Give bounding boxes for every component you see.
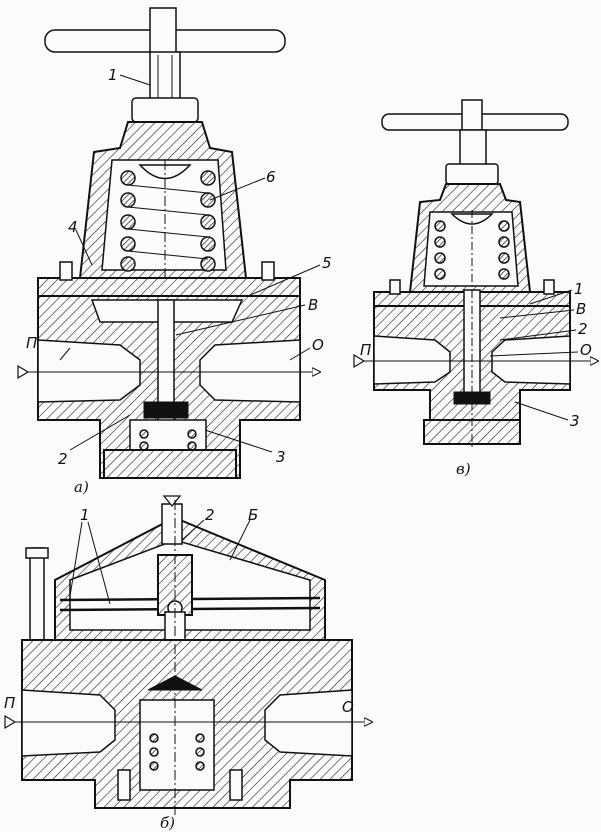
label-b-o: О — [342, 698, 354, 716]
lock-nut — [131, 97, 199, 123]
label-a-2: 2 — [58, 450, 68, 468]
label-b-b: Б — [248, 506, 258, 524]
caption-b: б) — [160, 814, 175, 832]
label-b-p: П — [4, 694, 15, 712]
spring — [120, 170, 216, 272]
label-a-p: П — [26, 334, 37, 352]
label-b-2: 2 — [205, 506, 215, 524]
label-v-3: 3 — [570, 412, 580, 430]
label-v-p: П — [360, 341, 371, 359]
handle-cap — [149, 7, 177, 54]
label-a-b: В — [308, 296, 318, 314]
label-v-o: О — [580, 341, 592, 359]
label-b-1: 1 — [80, 506, 90, 524]
caption-v: в) — [456, 460, 471, 478]
inlet-channel — [37, 339, 141, 403]
label-a-1: 1 — [108, 66, 118, 84]
view-v: 1 В 2 О П 3 в) — [353, 99, 598, 478]
valve-disc — [143, 401, 189, 419]
view-b: 1 2 Б П О б) — [4, 495, 372, 832]
label-a-5: 5 — [322, 254, 332, 272]
label-v-1: 1 — [574, 280, 584, 298]
bottom-cap — [103, 449, 237, 479]
label-a-6: 6 — [266, 168, 276, 186]
view-a: 1 6 4 5 В П О 2 3 а) — [17, 7, 332, 496]
label-v-b: В — [576, 300, 586, 318]
caption-a: а) — [74, 478, 89, 496]
flange — [37, 277, 301, 297]
label-a-4: 4 — [68, 218, 78, 236]
label-a-o: О — [312, 336, 324, 354]
label-a-3: 3 — [276, 448, 286, 466]
outlet-channel — [199, 339, 301, 403]
label-v-2: 2 — [578, 320, 588, 338]
adjusting-screw — [149, 51, 181, 101]
